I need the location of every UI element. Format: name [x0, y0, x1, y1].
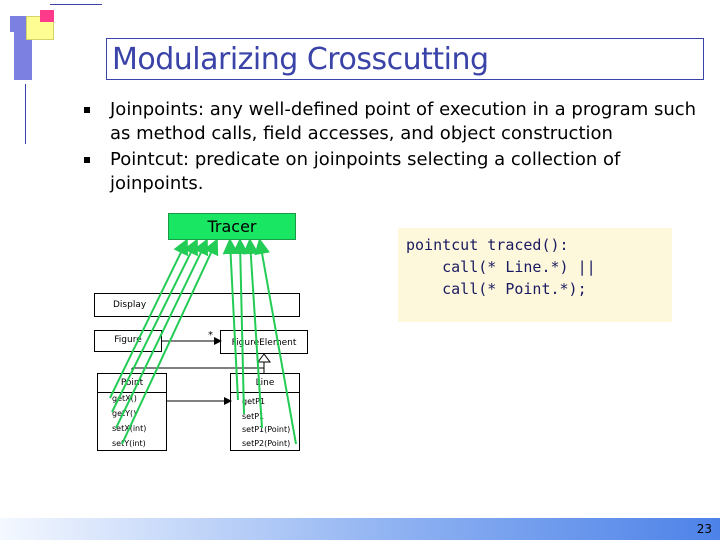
point-method: setY(int)	[112, 439, 146, 448]
inheritance-triangle	[257, 353, 271, 363]
code-box	[398, 228, 672, 322]
figure-label: Figure	[114, 335, 142, 345]
pointcut-code: pointcut traced(): call(* Line.*) || cal…	[406, 234, 596, 300]
code-line: call(* Point.*);	[406, 280, 587, 298]
line-method: setP1(Point)	[242, 425, 291, 434]
line-method: getP1	[242, 397, 266, 406]
line-method: setP1	[242, 412, 265, 421]
point-label: Point	[98, 374, 166, 393]
point-method: setX(int)	[112, 424, 147, 433]
line-label: Line	[231, 374, 299, 393]
bullet-text: Pointcut: predicate on joinpoints select…	[110, 149, 621, 194]
bullet-square-icon	[84, 107, 90, 113]
figure-element-label: FigureElement	[231, 338, 297, 348]
code-line: pointcut traced():	[406, 236, 569, 254]
bullet-item: Joinpoints: any well-defined point of ex…	[84, 98, 704, 146]
footer-bar: 23	[0, 518, 720, 540]
display-label: Display	[113, 300, 147, 310]
figure-element-class: FigureElement	[220, 330, 308, 354]
figure-class: Figure	[94, 330, 162, 352]
bullet-item: Pointcut: predicate on joinpoints select…	[84, 148, 704, 196]
tracer-box: Tracer	[168, 213, 296, 240]
display-class: Display	[94, 293, 300, 317]
point-method: getX()	[112, 394, 137, 403]
slide-title: Modularizing Crosscutting	[112, 42, 489, 77]
bullet-text: Joinpoints: any well-defined point of ex…	[110, 99, 697, 144]
bullet-list: Joinpoints: any well-defined point of ex…	[84, 98, 704, 198]
multiplicity-label: *	[208, 330, 213, 341]
code-line: call(* Line.*) ||	[406, 258, 596, 276]
slide-number: 23	[696, 522, 712, 536]
title-frame	[106, 38, 704, 80]
line-method: setP2(Point)	[242, 439, 291, 448]
bullet-square-icon	[84, 157, 90, 163]
point-method: getY()	[112, 409, 137, 418]
